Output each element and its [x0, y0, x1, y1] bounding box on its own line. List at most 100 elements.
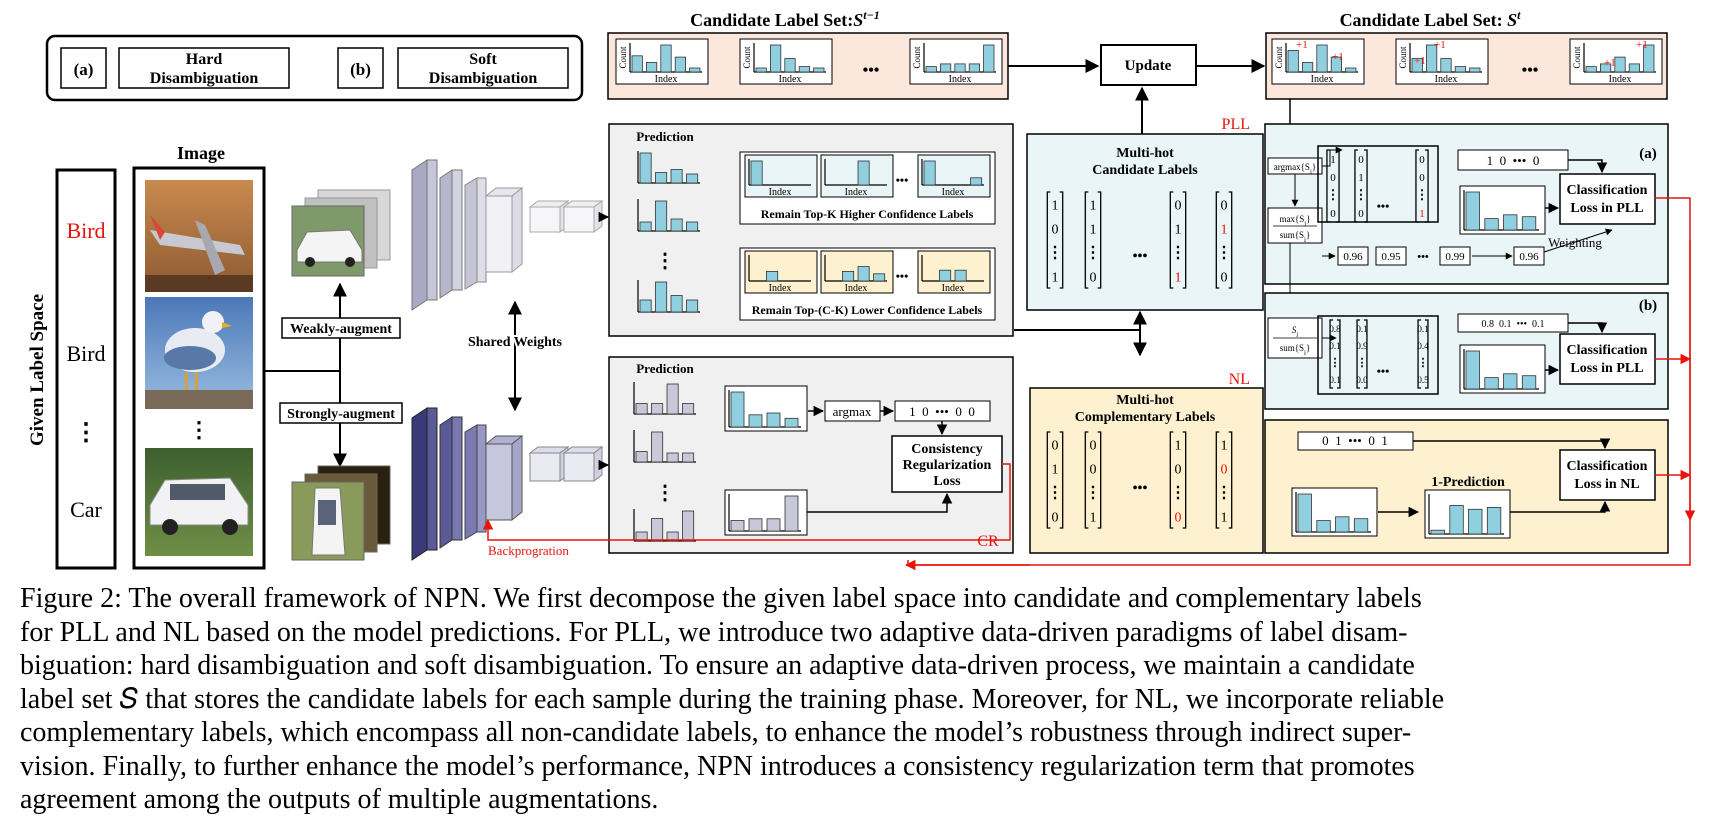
vector-cell: 1: [1052, 462, 1059, 477]
vector-cell: ⋮: [1357, 357, 1368, 369]
panel-nl-loss-1: Classification: [1567, 459, 1648, 474]
vector-cell: ⋮: [1418, 357, 1429, 369]
topk-hist-2: Index: [820, 154, 894, 198]
hist-bg: [820, 154, 894, 198]
svg-text:Si: Si: [1292, 325, 1299, 339]
vector-bracket: [1356, 319, 1368, 389]
image-title: Image: [177, 143, 225, 163]
hist-bar: [1465, 191, 1480, 231]
panel-a-hard: (a) argmax{Si} max{Si} sum{Si} 10⋮001⋮00…: [1264, 123, 1669, 285]
sum-s-label: sum{S: [1280, 230, 1304, 240]
hist-bar: [842, 270, 855, 282]
vector-cell: 0: [1175, 198, 1182, 213]
lowk-hist-3: Index: [917, 250, 991, 294]
hist-bar: [682, 403, 695, 415]
hist-bar: [1521, 216, 1537, 231]
hist-bar: [635, 451, 648, 463]
hist-bar: [631, 55, 643, 73]
vector-cell: 0: [1358, 154, 1364, 166]
pred-top-hist-1: [637, 151, 700, 184]
hist-bar: [1430, 529, 1445, 535]
hist-bar: [1330, 56, 1342, 73]
plus-1-e: +1: [1604, 57, 1616, 69]
hist-bar: [655, 200, 668, 232]
hist-bar: [666, 531, 679, 542]
hist-bar: [784, 495, 799, 532]
vector-cell: 1: [1221, 222, 1228, 237]
pll-title-2: Candidate Labels: [1092, 163, 1198, 178]
hist-bar: [666, 383, 679, 415]
hist-bar: [1353, 518, 1369, 533]
panel-b-soft: (b) Si sum{Si} 0.80.1⋮0.10.10.9⋮0.00.10.…: [1264, 292, 1669, 410]
cand-prev-sup: t−1: [863, 8, 880, 22]
hist-bar: [686, 173, 699, 184]
weight-3: 0.99: [1445, 251, 1465, 263]
hist-bar: [1486, 506, 1502, 535]
hist-bar: [1454, 66, 1466, 73]
svg-text:Candidate Label Set: St: Candidate Label Set: St: [1340, 8, 1522, 30]
hist-bar: [1302, 62, 1314, 73]
vector-bracket: [1046, 191, 1064, 289]
hist-bar: [1503, 373, 1518, 390]
vector-cell: ⋮: [1170, 484, 1186, 501]
pred-bottom-hist-2: [633, 430, 696, 463]
augment-connectors: [265, 282, 347, 468]
vector-cell: 0.1: [1329, 341, 1340, 351]
vector-cell: 0: [1090, 462, 1097, 477]
hist-bar: [1287, 50, 1299, 73]
lowk-label: Remain Top-(C-K) Lower Confidence Labels: [752, 303, 983, 317]
hist-bar: [730, 520, 745, 532]
vector-cell: ⋮: [1170, 244, 1186, 261]
vector-cell: 0: [1419, 172, 1425, 184]
argmax-s-label: argmax{S: [1274, 162, 1310, 172]
vector-cell: 0: [1052, 510, 1059, 525]
hist-bar: [1643, 44, 1655, 73]
cand-prev-hist-2: Index Count: [739, 38, 833, 85]
hist-y-label: Count: [618, 46, 628, 69]
hist-bar: [670, 218, 683, 232]
hist-bar: [954, 63, 966, 73]
hist-bar: [1316, 520, 1331, 533]
vector-cell: 1: [1090, 198, 1097, 213]
caption-line-7: agreement among the outputs of multiple …: [20, 784, 659, 815]
hist-bar: [1316, 44, 1328, 73]
hist-bar: [970, 177, 983, 186]
plus-1-b: +1: [1332, 51, 1344, 63]
pll-tag: PLL: [1222, 116, 1250, 133]
hist-x-label: Index: [779, 74, 802, 85]
argmax-label: argmax: [833, 404, 872, 419]
topk-ellipsis: •••: [896, 173, 909, 187]
hist-bg: [744, 250, 818, 294]
frac-den-sub: i: [1304, 349, 1306, 357]
cand-prev-math: S: [853, 10, 863, 30]
vector-cell: 1: [1358, 172, 1364, 184]
vector-cell: ⋮: [1330, 357, 1341, 369]
hist-bar: [784, 417, 799, 428]
cand-next-sup: t: [1517, 8, 1521, 22]
frac-den: sum{S: [1280, 343, 1304, 353]
cr-tag: CR: [977, 533, 999, 550]
vector-bracket: [1046, 431, 1064, 529]
pred-bottom-hist-3: [633, 509, 696, 542]
vector-cell: ⋮: [1416, 187, 1429, 202]
hist-bg: [820, 250, 894, 294]
strong-network: [411, 407, 604, 561]
pred-top-dots: ⋮: [655, 250, 675, 272]
vector-cell: 0: [1419, 154, 1425, 166]
hist-bar: [674, 56, 687, 73]
prediction-bottom-panel: Prediction ⋮ argmax 1 0 ••• 0 0 Consiste…: [608, 356, 1014, 554]
panel-nl-onehot: 0 1 ••• 0 1: [1322, 433, 1388, 448]
vector-cell: 1: [1052, 198, 1059, 213]
vector-cell: 1: [1175, 438, 1182, 453]
hist-y-label: Count: [742, 46, 752, 69]
svg-text:max{Si}: max{Si}: [1279, 214, 1310, 228]
topk-label: Remain Top-K Higher Confidence Labels: [761, 207, 974, 221]
cr-onehot: 1 0 ••• 0 0: [909, 404, 975, 419]
plus-1-f: +1: [1636, 39, 1648, 51]
vector-cell: 1: [1090, 510, 1097, 525]
nl-vectors: 01⋮000⋮110⋮010⋮1: [1046, 431, 1233, 529]
panel-nl: 0 1 ••• 0 1 1-Prediction Classification …: [1264, 419, 1669, 554]
weight-ellipsis: •••: [1417, 251, 1429, 263]
